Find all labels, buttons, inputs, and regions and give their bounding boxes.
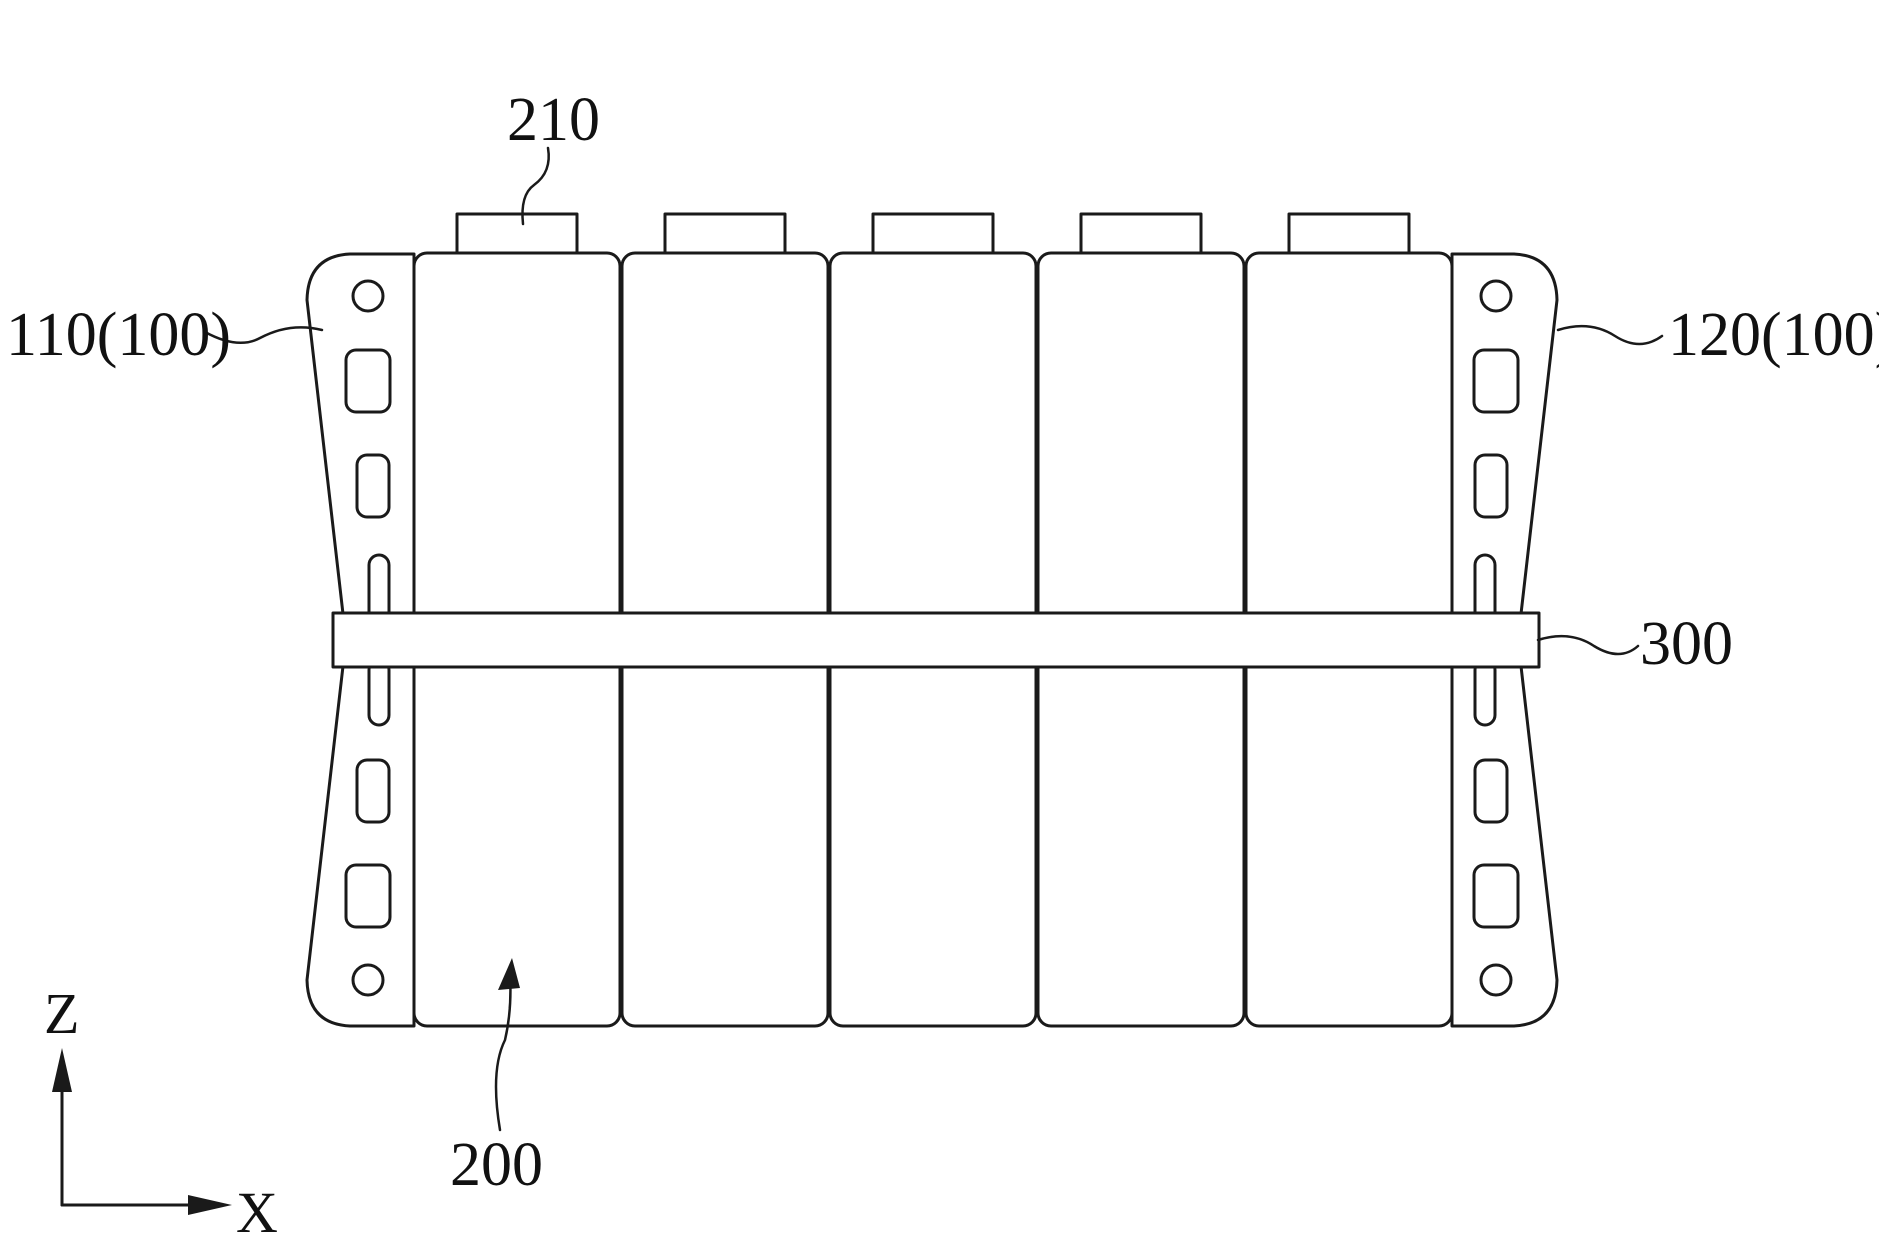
leader-band	[1538, 636, 1638, 654]
label-band: 300	[1640, 610, 1733, 678]
terminal-5	[1289, 214, 1409, 256]
label-terminal: 210	[507, 86, 600, 154]
label-left-end-plate: 110(100)	[6, 301, 231, 369]
terminal-2	[665, 214, 785, 256]
terminal-1	[457, 214, 577, 256]
coordinate-axes: Z X	[44, 981, 278, 1235]
terminals	[457, 214, 1409, 256]
terminal-3	[873, 214, 993, 256]
x-axis-arrowhead	[188, 1195, 232, 1215]
z-axis-label: Z	[44, 981, 79, 1046]
terminal-4	[1081, 214, 1201, 256]
x-axis-label: X	[236, 1180, 278, 1235]
label-right-end-plate: 120(100)	[1668, 301, 1879, 369]
leader-right-end-plate	[1558, 326, 1662, 344]
z-axis-arrowhead	[52, 1048, 72, 1092]
label-cell-stack: 200	[450, 1131, 543, 1199]
band	[333, 613, 1539, 667]
